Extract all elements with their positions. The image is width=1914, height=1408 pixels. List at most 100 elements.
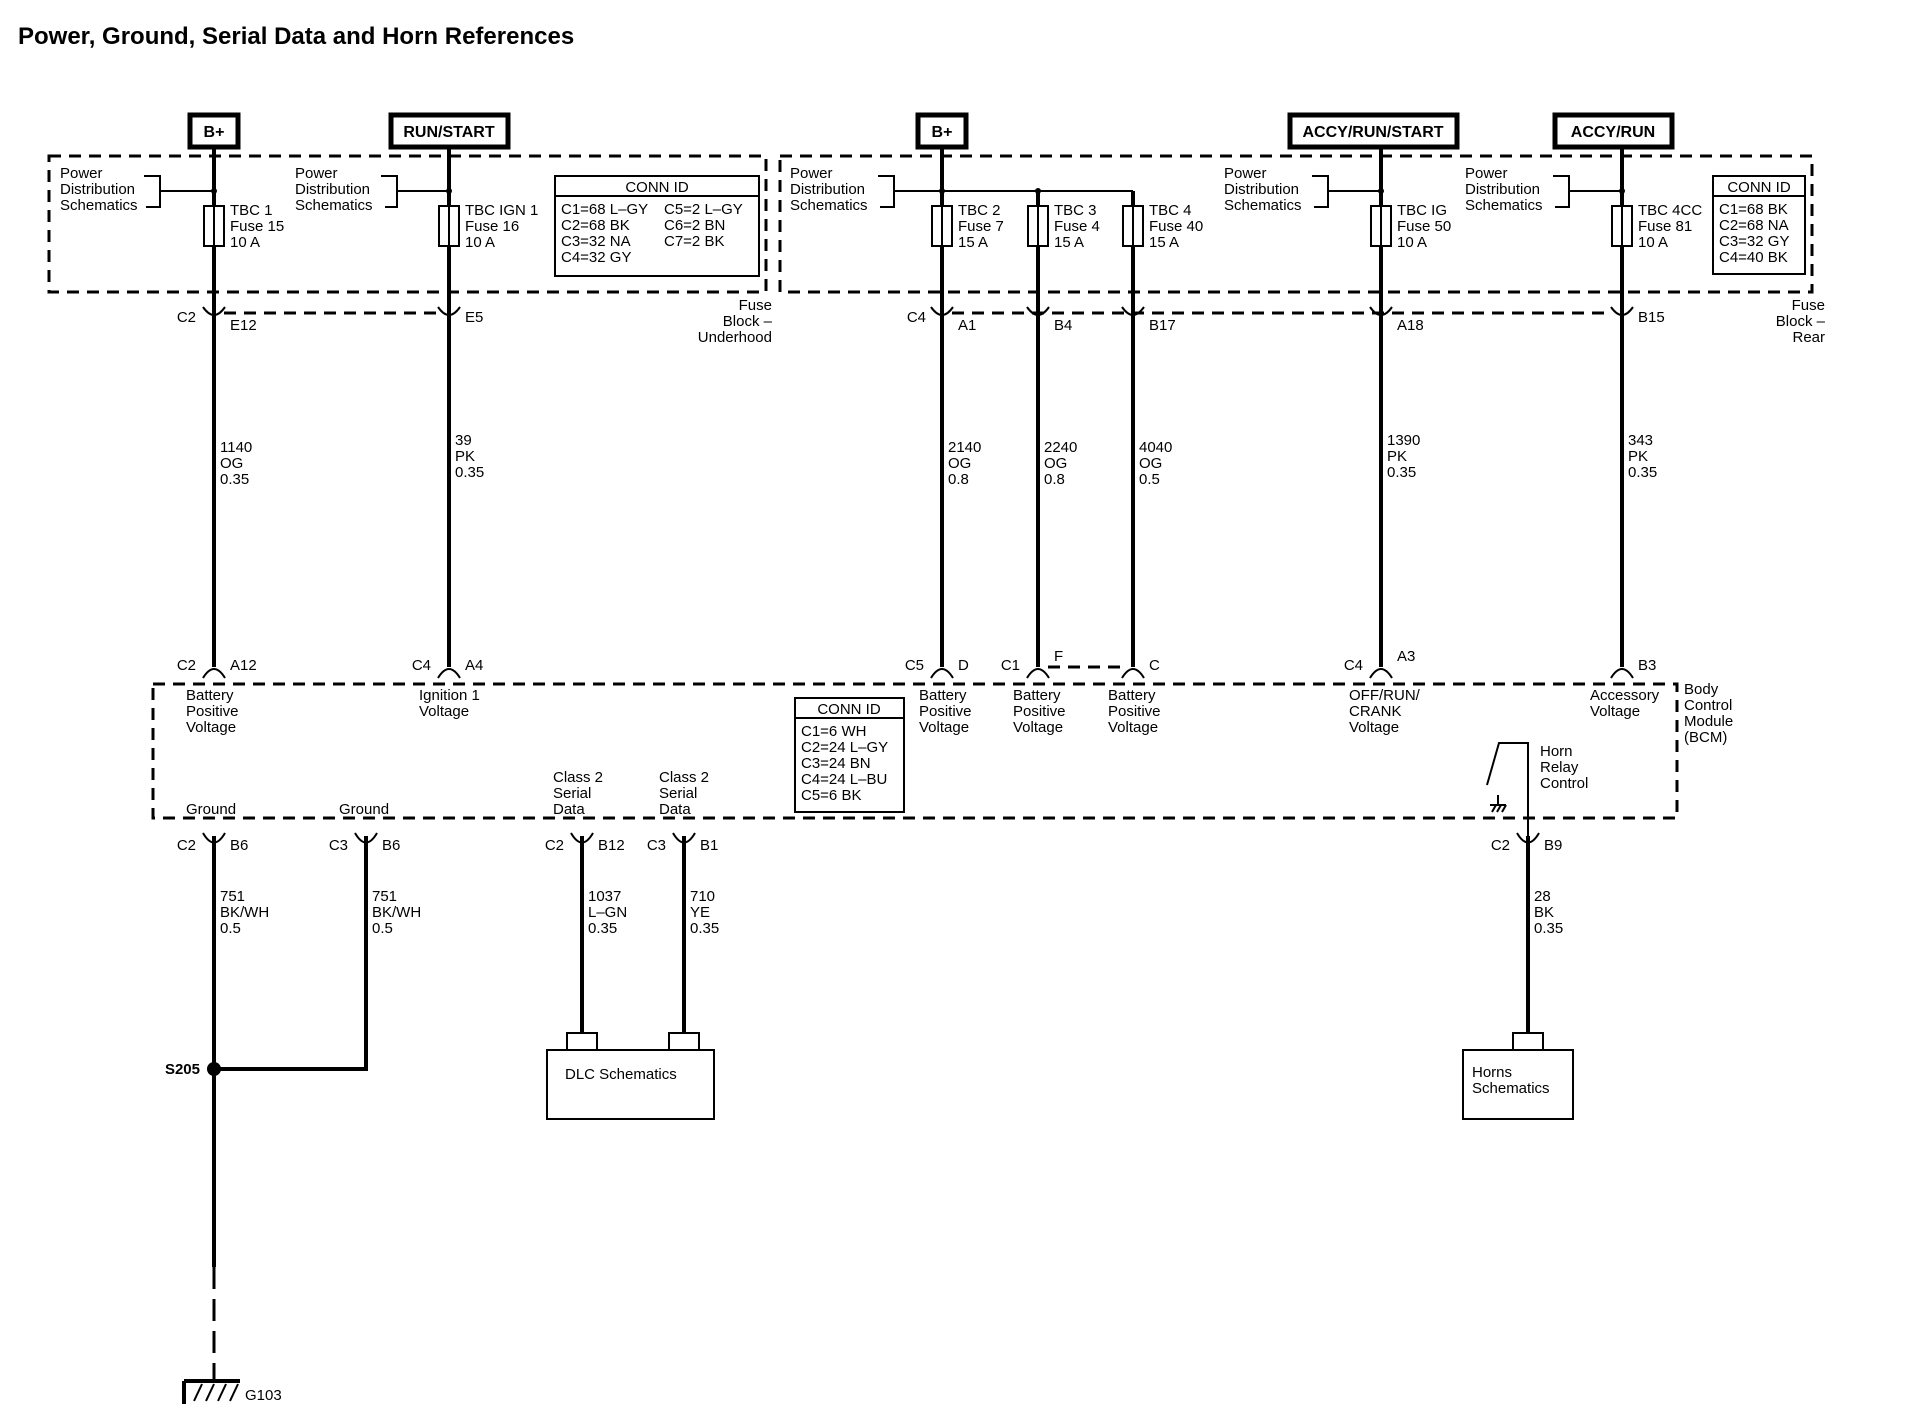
svg-text:Distribution: Distribution bbox=[790, 181, 865, 198]
svg-text:Battery: Battery bbox=[919, 687, 967, 704]
svg-text:Power: Power bbox=[295, 165, 338, 182]
svg-text:Schematics: Schematics bbox=[295, 197, 373, 214]
ground-label: G103 bbox=[245, 1387, 282, 1404]
svg-text:E12: E12 bbox=[230, 317, 257, 334]
bcm-output-labels: Ground Ground Class 2 Serial Data Class … bbox=[186, 769, 709, 818]
horns-schematics-box: Horns Schematics bbox=[1462, 1032, 1574, 1120]
svg-text:Rear: Rear bbox=[1792, 329, 1825, 346]
svg-text:Fuse 50: Fuse 50 bbox=[1397, 218, 1451, 235]
svg-text:1390: 1390 bbox=[1387, 432, 1420, 449]
svg-text:Schematics: Schematics bbox=[60, 197, 138, 214]
svg-text:Fuse 7: Fuse 7 bbox=[958, 218, 1004, 235]
svg-text:C3=24 BN: C3=24 BN bbox=[801, 755, 871, 772]
bcm-bottom-pin-labels: C2 B6 C3 B6 C2 B12 C3 B1 C2 B9 bbox=[177, 837, 1563, 854]
svg-text:Power: Power bbox=[790, 165, 833, 182]
svg-text:0.8: 0.8 bbox=[1044, 471, 1065, 488]
svg-text:Distribution: Distribution bbox=[1465, 181, 1540, 198]
svg-text:TBC 4CC: TBC 4CC bbox=[1638, 202, 1702, 219]
fuse-tbc-4: TBC 4 Fuse 40 15 A bbox=[1122, 202, 1203, 251]
svg-text:CRANK: CRANK bbox=[1349, 703, 1402, 720]
fuse-block-underhood-label: Fuse Block – Underhood bbox=[698, 297, 773, 346]
svg-text:Power: Power bbox=[1224, 165, 1267, 182]
svg-text:RUN/START: RUN/START bbox=[403, 124, 494, 141]
svg-text:C6=2 BN: C6=2 BN bbox=[664, 217, 725, 234]
svg-text:C2: C2 bbox=[177, 309, 196, 326]
svg-text:TBC IGN 1: TBC IGN 1 bbox=[465, 202, 538, 219]
upper-wire-labels: 1140 OG 0.35 39 PK 0.35 2140 OG 0.8 2240… bbox=[220, 432, 1657, 488]
power-distribution-label-3: Power Distribution Schematics bbox=[790, 165, 895, 214]
svg-text:C1=68 L–GY: C1=68 L–GY bbox=[561, 201, 648, 218]
svg-text:PK: PK bbox=[1387, 448, 1407, 465]
svg-text:TBC IG: TBC IG bbox=[1397, 202, 1447, 219]
svg-text:Horns: Horns bbox=[1472, 1064, 1512, 1081]
svg-text:2240: 2240 bbox=[1044, 439, 1077, 456]
svg-text:(BCM): (BCM) bbox=[1684, 729, 1727, 746]
svg-text:Module: Module bbox=[1684, 713, 1733, 730]
power-distribution-label-2: Power Distribution Schematics bbox=[295, 165, 449, 214]
fuse-pin-labels: C2 E12 E5 C4 A1 B4 B17 A18 B15 bbox=[177, 309, 1665, 334]
svg-text:Ground: Ground bbox=[186, 801, 236, 818]
svg-text:751: 751 bbox=[220, 888, 245, 905]
source-run-start: RUN/START bbox=[388, 112, 511, 150]
svg-text:Class 2: Class 2 bbox=[553, 769, 603, 786]
source-b-plus-1: B+ bbox=[187, 112, 241, 150]
bcm-outline bbox=[151, 682, 1679, 820]
svg-text:Data: Data bbox=[659, 801, 691, 818]
svg-text:Schematics: Schematics bbox=[790, 197, 868, 214]
svg-text:0.35: 0.35 bbox=[455, 464, 484, 481]
svg-text:C5=6 BK: C5=6 BK bbox=[801, 787, 861, 804]
svg-text:Positive: Positive bbox=[1013, 703, 1066, 720]
svg-text:L–GN: L–GN bbox=[588, 904, 627, 921]
lower-wire-labels: 751 BK/WH 0.5 751 BK/WH 0.5 1037 L–GN 0.… bbox=[220, 888, 1563, 937]
svg-text:Body: Body bbox=[1684, 681, 1719, 698]
fuse-tbc-1: TBC 1 Fuse 15 10 A bbox=[203, 202, 284, 251]
svg-text:343: 343 bbox=[1628, 432, 1653, 449]
svg-text:10 A: 10 A bbox=[465, 234, 495, 251]
splice-label: S205 bbox=[165, 1061, 200, 1078]
svg-text:C4: C4 bbox=[412, 657, 431, 674]
svg-text:0.5: 0.5 bbox=[1139, 471, 1160, 488]
svg-text:Schematics: Schematics bbox=[1472, 1080, 1550, 1097]
conn-id-table-underhood: CONN ID C1=68 L–GY C5=2 L–GY C2=68 BK C6… bbox=[554, 175, 760, 277]
svg-text:0.35: 0.35 bbox=[588, 920, 617, 937]
svg-text:15 A: 15 A bbox=[958, 234, 988, 251]
svg-text:E5: E5 bbox=[465, 309, 483, 326]
bcm-top-pin-labels: C2 A12 C4 A4 C5 D C1 F C C4 A3 B3 bbox=[177, 648, 1657, 674]
svg-text:A12: A12 bbox=[230, 657, 257, 674]
fuse-block-underhood-outline bbox=[47, 154, 768, 294]
svg-text:C2: C2 bbox=[177, 837, 196, 854]
svg-text:Positive: Positive bbox=[186, 703, 239, 720]
svg-text:Voltage: Voltage bbox=[1590, 703, 1640, 720]
horn-relay-switch-icon bbox=[1486, 742, 1529, 836]
svg-text:Fuse: Fuse bbox=[1792, 297, 1825, 314]
power-distribution-label-1: Power Distribution Schematics bbox=[60, 165, 214, 214]
svg-text:A4: A4 bbox=[465, 657, 483, 674]
svg-text:B17: B17 bbox=[1149, 317, 1176, 334]
svg-text:C4: C4 bbox=[907, 309, 926, 326]
svg-text:TBC 3: TBC 3 bbox=[1054, 202, 1097, 219]
svg-text:Power: Power bbox=[60, 165, 103, 182]
fuse-tbc-4cc: TBC 4CC Fuse 81 10 A bbox=[1611, 202, 1702, 251]
svg-text:0.35: 0.35 bbox=[1534, 920, 1563, 937]
svg-text:C2: C2 bbox=[1491, 837, 1510, 854]
svg-text:1037: 1037 bbox=[588, 888, 621, 905]
svg-text:Class 2: Class 2 bbox=[659, 769, 709, 786]
svg-text:B1: B1 bbox=[700, 837, 718, 854]
svg-text:Positive: Positive bbox=[919, 703, 972, 720]
svg-text:Serial: Serial bbox=[659, 785, 697, 802]
svg-text:OG: OG bbox=[1044, 455, 1067, 472]
svg-text:0.35: 0.35 bbox=[220, 471, 249, 488]
svg-text:ACCY/RUN: ACCY/RUN bbox=[1571, 124, 1655, 141]
svg-text:B+: B+ bbox=[932, 124, 953, 141]
splice-s205 bbox=[207, 1062, 221, 1076]
svg-text:A18: A18 bbox=[1397, 317, 1424, 334]
svg-text:A1: A1 bbox=[958, 317, 976, 334]
svg-text:0.8: 0.8 bbox=[948, 471, 969, 488]
svg-text:Fuse 81: Fuse 81 bbox=[1638, 218, 1692, 235]
svg-text:BK/WH: BK/WH bbox=[372, 904, 421, 921]
svg-text:0.35: 0.35 bbox=[1387, 464, 1416, 481]
svg-text:PK: PK bbox=[1628, 448, 1648, 465]
svg-text:Fuse 16: Fuse 16 bbox=[465, 218, 519, 235]
svg-text:Battery: Battery bbox=[1108, 687, 1156, 704]
svg-text:C4: C4 bbox=[1344, 657, 1363, 674]
